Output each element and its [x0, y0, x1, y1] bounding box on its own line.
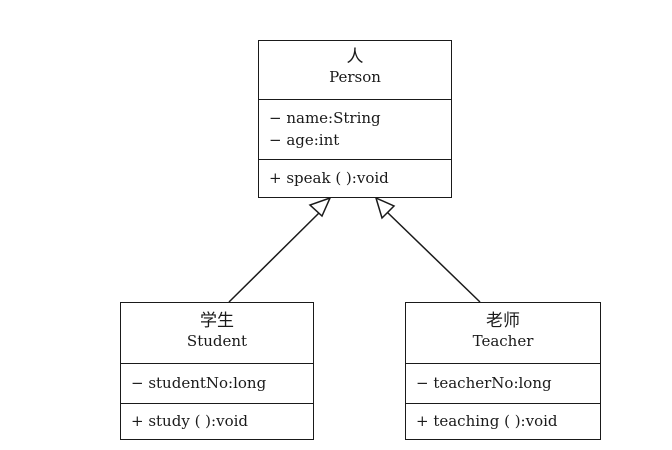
- student-name-section: 学生 Student: [121, 303, 313, 363]
- student-methods-section: + study ( ):void: [121, 403, 313, 432]
- student-attributes-section: − studentNo:long: [121, 363, 313, 403]
- teacher-name-en: Teacher: [472, 332, 534, 350]
- student-name-en: Student: [186, 332, 248, 350]
- teacher-generalization-arrowhead: [374, 196, 396, 220]
- person-name-cn: 人: [346, 47, 364, 67]
- student-name-cn: 学生: [200, 311, 234, 331]
- person-method-speak: + speak ( ):void: [269, 169, 389, 187]
- person-attribute-name: − name:String: [269, 109, 381, 127]
- teacher-generalization-line: [386, 211, 481, 303]
- student-generalization-line: [228, 211, 321, 303]
- teacher-attributes-section: − teacherNo:long: [406, 363, 600, 403]
- student-method-study: + study ( ):void: [131, 412, 248, 430]
- person-attributes-section: − name:String − age:int: [259, 99, 451, 159]
- student-attribute-studentno: − studentNo:long: [131, 374, 267, 392]
- teacher-method-teaching: + teaching ( ):void: [416, 412, 558, 430]
- teacher-methods-section: + teaching ( ):void: [406, 403, 600, 432]
- teacher-name-cn: 老师: [486, 311, 520, 331]
- teacher-attribute-teacherno: − teacherNo:long: [416, 374, 552, 392]
- person-name-en: Person: [329, 68, 381, 86]
- person-class-box: 人 Person − name:String − age:int + speak…: [258, 40, 452, 198]
- student-class-box: 学生 Student − studentNo:long + study ( ):…: [120, 302, 314, 440]
- person-methods-section: + speak ( ):void: [259, 159, 451, 189]
- person-attribute-age: − age:int: [269, 131, 340, 149]
- student-generalization-arrowhead: [308, 196, 332, 218]
- teacher-class-box: 老师 Teacher − teacherNo:long + teaching (…: [405, 302, 601, 440]
- person-name-section: 人 Person: [259, 41, 451, 99]
- teacher-name-section: 老师 Teacher: [406, 303, 600, 363]
